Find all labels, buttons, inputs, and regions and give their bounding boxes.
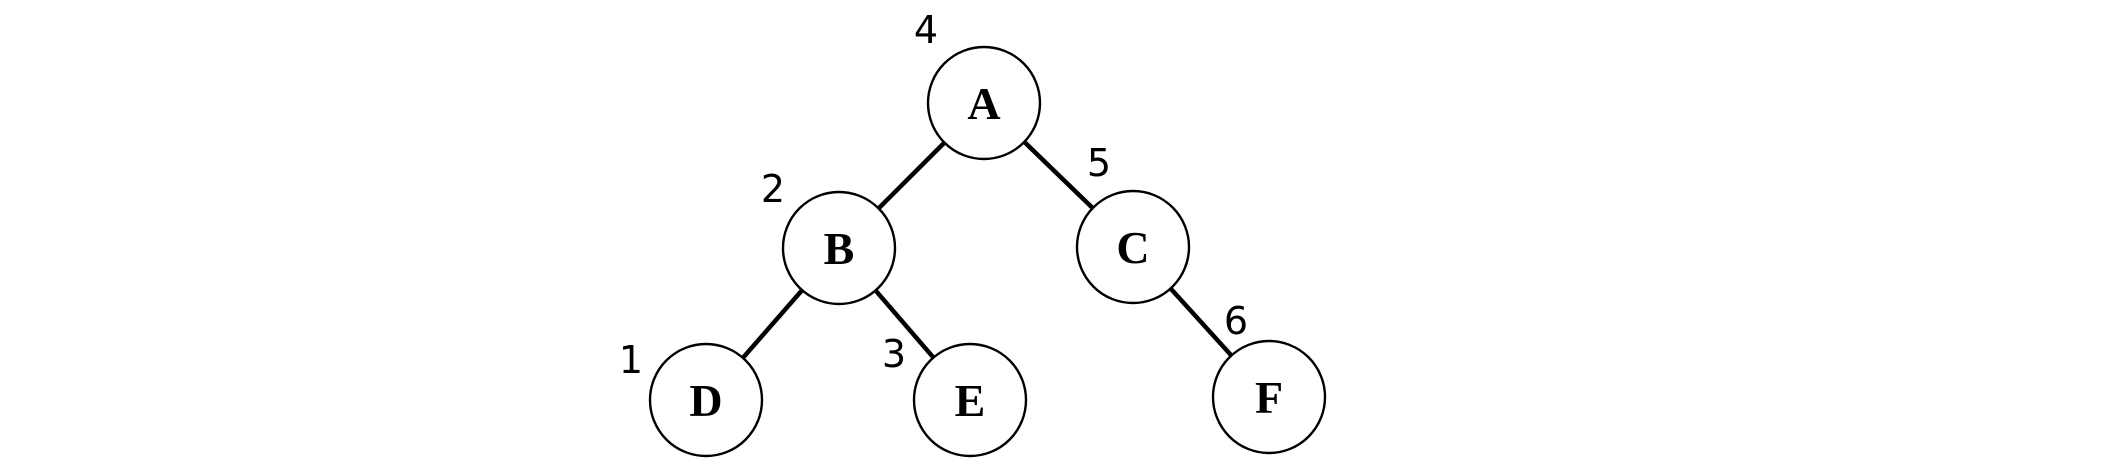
node-label-B: B <box>824 223 855 274</box>
node-label-A: A <box>967 78 1000 129</box>
tree-edge-B-D <box>740 287 805 361</box>
order-number-B: 2 <box>761 167 785 211</box>
tree-edge-B-E <box>873 288 936 360</box>
node-label-D: D <box>689 375 722 426</box>
order-number-F: 6 <box>1224 299 1248 343</box>
tree-node-E <box>912 342 1028 458</box>
order-number-D: 1 <box>619 338 643 382</box>
tree-edge-A-C <box>1022 139 1095 211</box>
node-label-F: F <box>1255 372 1283 423</box>
tree-node-B <box>781 190 897 306</box>
order-number-E: 3 <box>882 332 906 376</box>
edges-layer <box>740 139 1234 361</box>
tree-node-A <box>926 45 1042 161</box>
tree-node-D <box>648 342 764 458</box>
tree-node-C <box>1075 189 1191 305</box>
tree-node-F <box>1211 339 1327 455</box>
node-label-E: E <box>955 375 986 426</box>
order-number-A: 4 <box>914 8 938 52</box>
tree-edge-A-B <box>876 140 947 211</box>
order-number-C: 5 <box>1087 141 1111 185</box>
tree-edge-C-F <box>1168 286 1234 358</box>
node-label-C: C <box>1116 222 1149 273</box>
